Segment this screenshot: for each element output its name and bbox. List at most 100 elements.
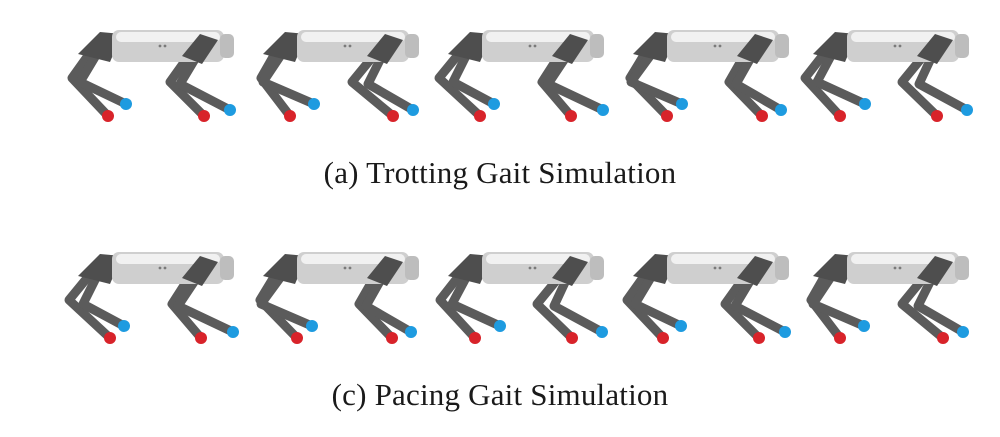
body-highlight bbox=[671, 254, 775, 264]
quadruped-robot-image bbox=[622, 252, 791, 344]
quadruped-robot-image bbox=[435, 252, 608, 344]
front-left-foot bbox=[756, 110, 768, 122]
body-dot bbox=[163, 266, 167, 270]
robot-frame bbox=[785, 20, 975, 130]
rear-right-leg bbox=[808, 269, 869, 331]
rear-right-leg bbox=[630, 269, 686, 331]
rear-hip bbox=[78, 32, 122, 62]
rear-hip bbox=[78, 254, 122, 284]
body-dot bbox=[893, 266, 897, 270]
quadruped-robot-image bbox=[806, 252, 969, 344]
front-right-leg bbox=[730, 271, 790, 337]
body-dot bbox=[163, 44, 167, 48]
rear-left-foot bbox=[474, 110, 486, 122]
body-highlight bbox=[851, 32, 955, 42]
robot-head bbox=[590, 34, 604, 58]
robot-frame bbox=[420, 20, 610, 130]
front-left-leg bbox=[897, 49, 942, 121]
body-dot bbox=[893, 44, 897, 48]
front-right-leg bbox=[731, 49, 786, 115]
rear-right-foot bbox=[859, 98, 871, 110]
front-right-foot bbox=[227, 326, 239, 338]
robot-head bbox=[955, 34, 969, 58]
quadruped-robot-image bbox=[64, 252, 239, 344]
body-dot bbox=[528, 44, 532, 48]
rear-left-leg bbox=[800, 45, 845, 121]
body-dot bbox=[898, 44, 902, 48]
rear-left-foot bbox=[657, 332, 669, 344]
robot-head bbox=[775, 256, 789, 280]
robot-head bbox=[405, 34, 419, 58]
robot-frame bbox=[420, 238, 610, 348]
rear-hip bbox=[813, 32, 857, 62]
front-right-foot bbox=[407, 104, 419, 116]
rear-right-foot bbox=[308, 98, 320, 110]
body-highlight bbox=[116, 254, 220, 264]
rear-left-foot bbox=[834, 110, 846, 122]
rear-right-leg bbox=[256, 269, 317, 331]
front-left-foot bbox=[753, 332, 765, 344]
front-left-leg bbox=[724, 49, 767, 121]
body-dot bbox=[718, 44, 722, 48]
rear-right-foot bbox=[118, 320, 130, 332]
robot-head bbox=[220, 256, 234, 280]
body-dot bbox=[348, 266, 352, 270]
body-dot bbox=[718, 266, 722, 270]
robot-frame bbox=[605, 20, 795, 130]
rear-left-foot bbox=[284, 110, 296, 122]
body-dot bbox=[713, 44, 717, 48]
robot-head bbox=[955, 256, 969, 280]
rear-left-foot bbox=[102, 110, 114, 122]
rear-left-leg bbox=[435, 267, 480, 343]
body-dot bbox=[348, 44, 352, 48]
quadruped-robot-image bbox=[255, 252, 419, 344]
front-right-leg bbox=[549, 271, 607, 337]
quadruped-robot-image bbox=[800, 30, 973, 122]
rear-hip bbox=[263, 32, 307, 62]
front-left-leg bbox=[165, 49, 209, 121]
front-right-leg bbox=[913, 271, 968, 337]
front-right-foot bbox=[224, 104, 236, 116]
rear-right-foot bbox=[675, 320, 687, 332]
front-left-foot bbox=[931, 110, 943, 122]
front-left-leg bbox=[537, 49, 576, 121]
front-right-leg bbox=[173, 271, 238, 337]
rear-right-foot bbox=[858, 320, 870, 332]
rear-left-leg bbox=[434, 45, 485, 121]
caption-trotting: (a) Trotting Gait Simulation bbox=[323, 155, 677, 190]
body-dot bbox=[713, 266, 717, 270]
rear-right-leg bbox=[258, 47, 319, 109]
rear-left-leg bbox=[67, 45, 113, 121]
rear-left-foot bbox=[469, 332, 481, 344]
front-shoulder bbox=[552, 256, 588, 286]
front-right-leg bbox=[363, 49, 418, 115]
rear-hip bbox=[633, 254, 677, 284]
body-highlight bbox=[851, 254, 955, 264]
body-highlight bbox=[301, 254, 405, 264]
rear-hip bbox=[263, 254, 307, 284]
front-right-leg bbox=[175, 49, 235, 115]
front-left-leg bbox=[167, 271, 206, 343]
body-highlight bbox=[116, 32, 220, 42]
caption-pacing: (c) Pacing Gait Simulation bbox=[331, 377, 669, 412]
robot-frame bbox=[605, 238, 795, 348]
rear-hip bbox=[448, 32, 492, 62]
robot-head bbox=[590, 256, 604, 280]
body-highlight bbox=[671, 32, 775, 42]
front-shoulder bbox=[367, 34, 403, 64]
rear-right-leg bbox=[75, 47, 131, 109]
front-left-foot bbox=[195, 332, 207, 344]
quadruped-robot-image bbox=[67, 30, 236, 122]
front-shoulder bbox=[737, 34, 773, 64]
front-left-foot bbox=[937, 332, 949, 344]
rear-hip bbox=[633, 32, 677, 62]
body-highlight bbox=[301, 32, 405, 42]
body-dot bbox=[528, 266, 532, 270]
robot-head bbox=[405, 256, 419, 280]
front-shoulder bbox=[182, 34, 218, 64]
front-right-foot bbox=[405, 326, 417, 338]
front-left-leg bbox=[347, 49, 398, 121]
front-shoulder bbox=[182, 256, 218, 286]
trotting-gait-frames bbox=[40, 20, 980, 130]
front-shoulder bbox=[917, 256, 953, 286]
